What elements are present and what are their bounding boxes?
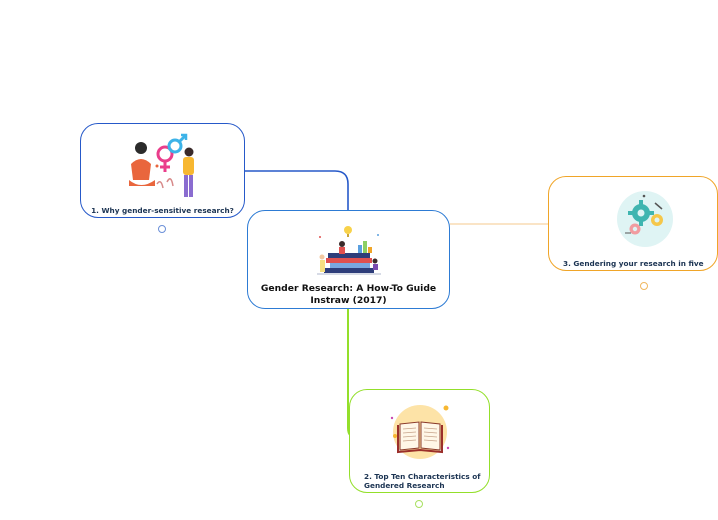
- topic-1-label: 1. Why gender-sensitive research?: [91, 206, 234, 215]
- topic-node-gendering-research[interactable]: 3. Gendering your research in five: [548, 176, 718, 271]
- central-title-line-1: Gender Research: A How-To Guide: [260, 283, 437, 294]
- central-topic[interactable]: Gender Research: A How-To Guide Instraw …: [247, 210, 450, 309]
- topic-node-top-ten-characteristics[interactable]: 2. Top Ten Characteristics of Gendered R…: [349, 389, 490, 493]
- open-book-illustration: [390, 405, 450, 459]
- connector-topic-1: [245, 170, 349, 210]
- topic-node-why-gender-sensitive[interactable]: 1. Why gender-sensitive research?: [80, 123, 245, 218]
- gender-symbols-illustration: [129, 133, 194, 197]
- topic-3-label: 3. Gendering your research in five: [563, 259, 704, 268]
- collapse-toggle-topic-2[interactable]: [415, 500, 423, 508]
- research-books-illustration: [317, 226, 381, 275]
- collapse-toggle-topic-3[interactable]: [640, 282, 648, 290]
- topic-2-label: 2. Top Ten Characteristics of Gendered R…: [364, 472, 481, 491]
- collapse-toggle-topic-1[interactable]: [158, 225, 166, 233]
- central-title-line-2: Instraw (2017): [310, 294, 387, 306]
- gears-illustration: [617, 191, 673, 247]
